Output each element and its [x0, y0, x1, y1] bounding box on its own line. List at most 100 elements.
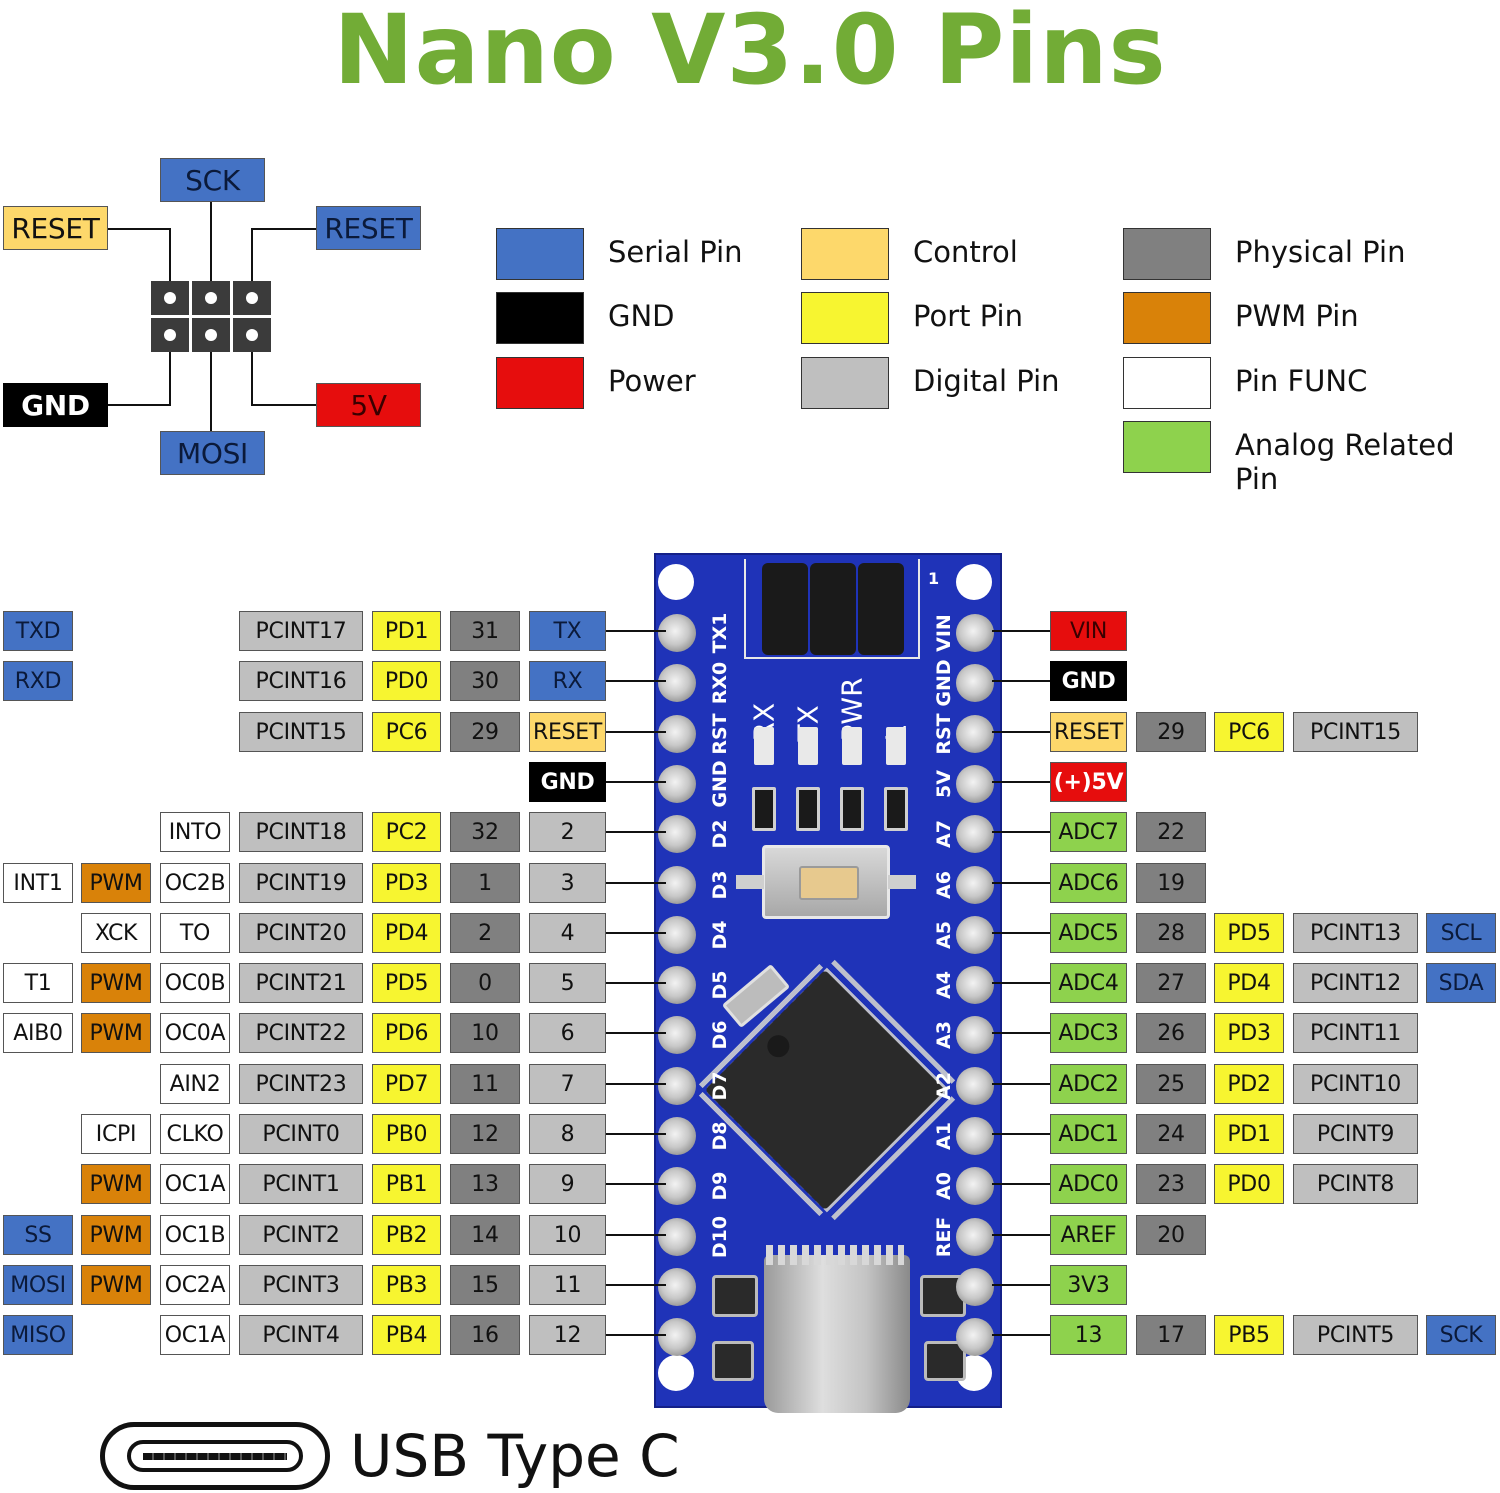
- left-pin-label-digital: 9: [529, 1164, 606, 1204]
- left-pin-label-digital: PCINT4: [239, 1315, 363, 1355]
- right-pin-label-port: PD5: [1214, 913, 1284, 953]
- pin-connector-line: [992, 831, 1050, 833]
- left-pin-label-digital: 10: [529, 1215, 606, 1255]
- header-pin-pad: [658, 664, 696, 702]
- left-pin-label-func: OC1A: [160, 1164, 230, 1204]
- right-pin-label-power-bold: (+)5V: [1050, 762, 1127, 802]
- left-pin-label-pwm: PWM: [81, 1013, 151, 1053]
- left-pin-label-serial: MISO: [3, 1315, 73, 1355]
- left-pin-label-port: PD5: [372, 963, 441, 1003]
- left-pin-label-func: T1: [3, 963, 73, 1003]
- left-pin-label-serial: MOSI: [3, 1265, 73, 1305]
- header-pin-pad: [658, 1067, 696, 1105]
- left-pin-label-digital: PCINT22: [239, 1013, 363, 1053]
- header-pin-pad: [658, 1218, 696, 1256]
- left-pin-label-port: PD4: [372, 913, 441, 953]
- left-pin-label-port: PC6: [372, 712, 441, 752]
- left-pin-label-port: PD7: [372, 1064, 441, 1104]
- left-pin-label-serial: RXD: [3, 661, 73, 701]
- page-title: Nano V3.0 Pins: [333, 0, 1167, 106]
- left-pin-label-serial: TX: [529, 611, 606, 651]
- left-pin-label-port: PB1: [372, 1164, 441, 1204]
- header-pin-pad: [956, 1067, 994, 1105]
- right-pin-label-digital: PCINT15: [1293, 712, 1418, 752]
- left-pin-label-port: PD6: [372, 1013, 441, 1053]
- right-pin-label-analog: ADC5: [1050, 913, 1127, 953]
- left-pin-label-digital: 7: [529, 1064, 606, 1104]
- mount-hole: [658, 564, 694, 600]
- pin-connector-line: [606, 1234, 666, 1236]
- left-pin-label-digital: 12: [529, 1315, 606, 1355]
- pin-connector-line: [992, 1032, 1050, 1034]
- legend-label: Serial Pin: [608, 235, 743, 269]
- right-pin-label-physical: 25: [1136, 1064, 1206, 1104]
- header-pin-pad: [658, 866, 696, 904]
- left-pin-label-physical: 2: [450, 913, 520, 953]
- pin-connector-line: [992, 932, 1050, 934]
- legend-swatch: [496, 228, 584, 280]
- left-pin-label-port: PB2: [372, 1215, 441, 1255]
- pin-connector-line: [992, 1334, 1050, 1336]
- right-pin-label-analog: 3V3: [1050, 1265, 1127, 1305]
- legend-swatch: [1123, 292, 1211, 344]
- header-pin1-mark: 1: [928, 569, 940, 588]
- header-pin-pad: [658, 815, 696, 853]
- header-pin-pad: [956, 715, 994, 753]
- usb-c-port: [764, 1255, 910, 1413]
- icsp-label-sck: SCK: [160, 158, 265, 202]
- legend-label: GND: [608, 299, 675, 333]
- right-pin-label-physical: 29: [1136, 712, 1206, 752]
- legend-label: Digital Pin: [913, 364, 1060, 398]
- pin-connector-line: [606, 831, 666, 833]
- left-pin-label-physical: 15: [450, 1265, 520, 1305]
- header-pin-pad: [658, 966, 696, 1004]
- silkscreen-label: REF: [933, 1216, 955, 1258]
- left-pin-label-digital: PCINT21: [239, 963, 363, 1003]
- pin-connector-line: [606, 882, 666, 884]
- left-pin-label-digital: PCINT16: [239, 661, 363, 701]
- header-pin-pad: [658, 1016, 696, 1054]
- left-pin-label-control: RESET: [529, 712, 606, 752]
- legend-label: PWM Pin: [1235, 299, 1359, 333]
- left-pin-label-digital: PCINT3: [239, 1265, 363, 1305]
- left-pin-label-physical: 12: [450, 1114, 520, 1154]
- left-pin-label-physical: 14: [450, 1215, 520, 1255]
- icsp-label-5v: 5V: [316, 383, 421, 427]
- right-pin-label-digital: PCINT13: [1293, 913, 1418, 953]
- resistor: [752, 787, 776, 831]
- mount-hole: [658, 1355, 694, 1391]
- nano-board: 1 RXTXPWRL TX1RX0RSTGNDD2D3D4D5D6D7D8D9D…: [654, 553, 1002, 1413]
- left-pin-label-port: PD1: [372, 611, 441, 651]
- left-pin-label-physical: 16: [450, 1315, 520, 1355]
- right-pin-label-analog: ADC6: [1050, 863, 1127, 903]
- left-pin-label-pwm: PWM: [81, 1215, 151, 1255]
- legend-swatch: [1123, 357, 1211, 409]
- pin-connector-line: [606, 932, 666, 934]
- right-pin-label-port: PC6: [1214, 712, 1284, 752]
- header-pin-pad: [956, 765, 994, 803]
- left-pin-label-digital: 4: [529, 913, 606, 953]
- pin-connector-line: [606, 1183, 666, 1185]
- left-pin-label-func: OC1A: [160, 1315, 230, 1355]
- header-pin-pad: [956, 1117, 994, 1155]
- left-pin-label-digital: PCINT2: [239, 1215, 363, 1255]
- header-outline: [744, 559, 920, 659]
- left-pin-label-port: PB0: [372, 1114, 441, 1154]
- right-pin-label-digital: PCINT9: [1293, 1114, 1418, 1154]
- left-pin-label-serial: SS: [3, 1215, 73, 1255]
- right-pin-label-port: PD1: [1214, 1114, 1284, 1154]
- left-pin-label-digital: 6: [529, 1013, 606, 1053]
- reset-button[interactable]: [762, 845, 890, 919]
- icsp-label-mosi: MOSI: [160, 431, 265, 475]
- silkscreen-label: D10: [709, 1215, 731, 1259]
- right-pin-label-port: PD2: [1214, 1064, 1284, 1104]
- left-pin-label-physical: 13: [450, 1164, 520, 1204]
- legend-label: Power: [608, 364, 696, 398]
- pin-connector-line: [992, 630, 1050, 632]
- pin-connector-line: [992, 680, 1050, 682]
- left-pin-label-pwm: PWM: [81, 963, 151, 1003]
- legend-swatch: [496, 357, 584, 409]
- left-pin-label-func: OC0B: [160, 963, 230, 1003]
- legend-swatch: [801, 357, 889, 409]
- led-indicator: [886, 727, 906, 765]
